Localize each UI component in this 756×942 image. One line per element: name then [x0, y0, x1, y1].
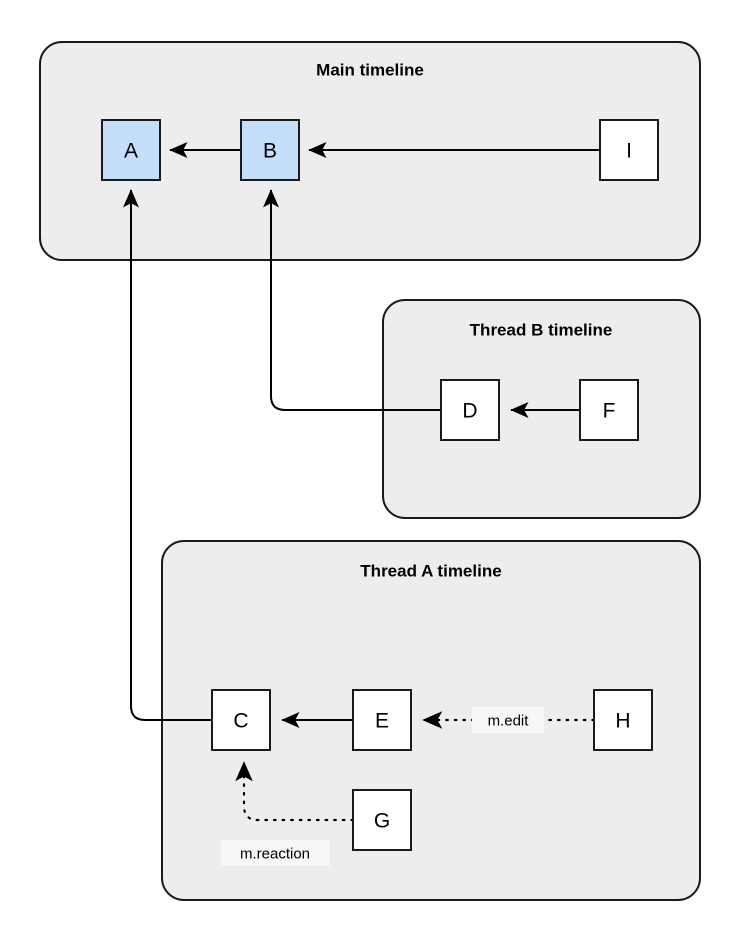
- node-F-shape[interactable]: [579, 379, 639, 441]
- node-C-shape[interactable]: [211, 689, 271, 751]
- node-H-shape[interactable]: [593, 689, 653, 751]
- node-I[interactable]: I: [599, 119, 659, 181]
- node-E-shape[interactable]: [352, 689, 412, 751]
- node-A-label: A: [124, 140, 138, 163]
- node-D[interactable]: D: [440, 379, 500, 441]
- edge-label-m-reaction: m.reaction: [221, 840, 330, 866]
- edge-g-to-c: [235, 760, 355, 822]
- node-I-shape[interactable]: [599, 119, 659, 181]
- node-A-shape[interactable]: [101, 119, 161, 181]
- container-main-timeline-title: Main timeline: [316, 61, 424, 80]
- node-F-label: F: [603, 400, 616, 423]
- node-D-label: D: [462, 400, 477, 423]
- node-A[interactable]: A: [101, 119, 161, 181]
- node-F[interactable]: F: [579, 379, 639, 441]
- node-G-shape[interactable]: [352, 789, 412, 851]
- node-B[interactable]: B: [240, 119, 300, 181]
- node-H-label: H: [615, 710, 630, 733]
- node-I-label: I: [626, 140, 632, 163]
- node-B-shape[interactable]: [240, 119, 300, 181]
- node-C-label: C: [233, 710, 248, 733]
- node-G[interactable]: G: [352, 789, 412, 851]
- edge-d-to-b: [263, 189, 441, 411]
- edge-label-m-reaction-bg: [221, 840, 330, 866]
- edge-label-m-edit-bg: [472, 707, 544, 733]
- container-thread-a-timeline-title: Thread A timeline: [360, 562, 501, 581]
- edge-c-to-a: [123, 189, 212, 721]
- node-G-label: G: [374, 810, 390, 833]
- edge-label-m-edit: m.edit: [472, 707, 544, 733]
- node-E[interactable]: E: [352, 689, 412, 751]
- node-C[interactable]: C: [211, 689, 271, 751]
- edge-label-m-reaction-text: m.reaction: [240, 846, 310, 863]
- container-thread-b-timeline-title: Thread B timeline: [470, 321, 613, 340]
- edge-label-m-edit-text: m.edit: [488, 713, 530, 730]
- node-E-label: E: [375, 710, 389, 733]
- node-H[interactable]: H: [593, 689, 653, 751]
- node-D-shape[interactable]: [440, 379, 500, 441]
- node-B-label: B: [263, 140, 277, 163]
